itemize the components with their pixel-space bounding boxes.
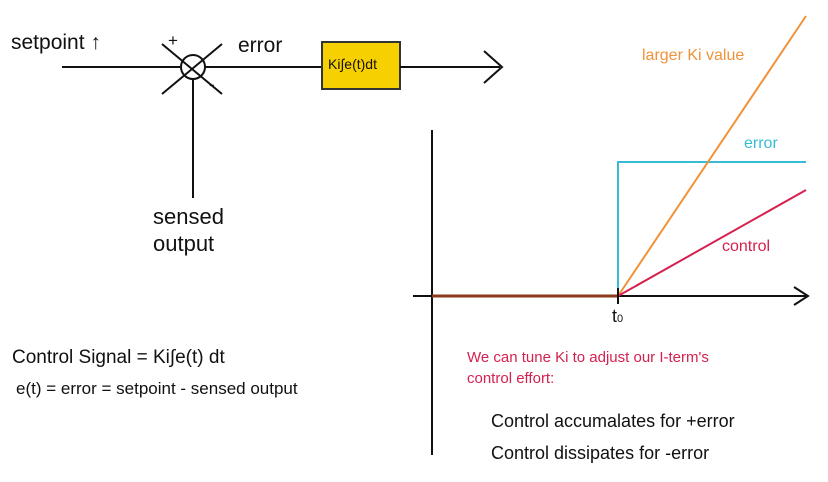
- control-line: [617, 189, 807, 297]
- larger-ki-line: [617, 15, 807, 297]
- plus-sign: +: [168, 31, 178, 50]
- control-curve-label: control: [722, 238, 771, 255]
- tuning-note-line2: control effort:: [467, 370, 555, 387]
- integrator-block-label: Ki∫e(t)dt: [328, 56, 377, 72]
- t0-label: t0: [612, 306, 624, 326]
- output-arrowhead: [483, 50, 504, 84]
- setpoint-label: setpoint ↑: [11, 31, 101, 54]
- error-definition: e(t) = error = setpoint - sensed output: [16, 379, 298, 398]
- accumulate-note: Control accumalates for +error: [491, 411, 735, 431]
- summing-junction: [161, 43, 223, 95]
- integrator-block: [321, 41, 401, 90]
- error-curve-label: error: [744, 135, 778, 152]
- sensed-output-label-line1: sensed: [153, 204, 224, 229]
- sensed-output-label-line2: output: [153, 231, 215, 256]
- dissipate-note: Control dissipates for -error: [491, 443, 710, 463]
- larger-ki-label: larger Ki value: [642, 47, 745, 64]
- control-signal-equation: Control Signal = Ki∫e(t) dt: [12, 347, 225, 368]
- tuning-note-line1: We can tune Ki to adjust our I-term's: [467, 349, 709, 366]
- x-axis-arrowhead: [793, 286, 810, 306]
- minus-sign: -: [209, 75, 215, 94]
- error-step-line: [617, 161, 806, 296]
- error-label: error: [238, 34, 283, 57]
